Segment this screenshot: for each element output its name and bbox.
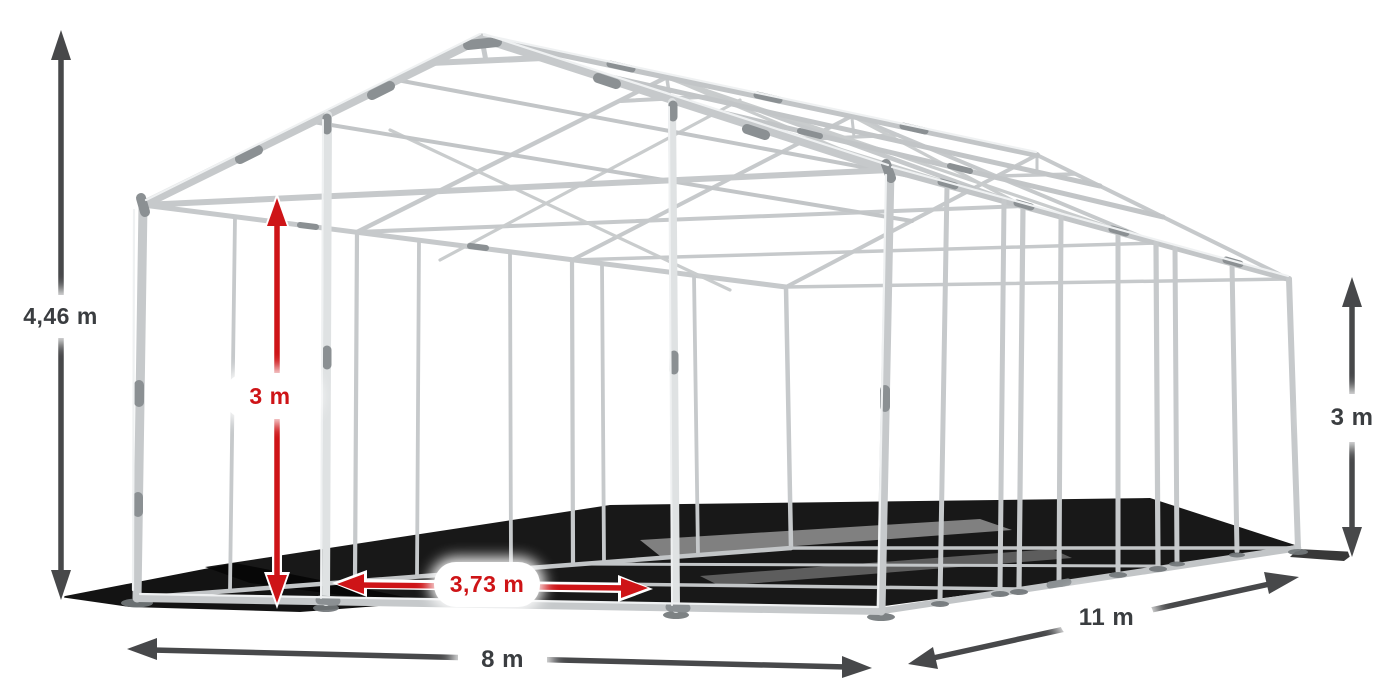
door-height-label: 3 m <box>228 377 312 415</box>
total-height-label: 4,46 m <box>12 299 109 334</box>
side-wall-height-label: 3 m <box>1313 398 1391 438</box>
foot-plates <box>121 549 1308 621</box>
side-length-label: 11 m <box>1063 599 1150 637</box>
front-width-label: 8 m <box>462 640 543 680</box>
frame-joints <box>133 37 1244 613</box>
door-width-label: 3,73 m <box>438 566 536 603</box>
frame-right-wall <box>937 183 1301 603</box>
